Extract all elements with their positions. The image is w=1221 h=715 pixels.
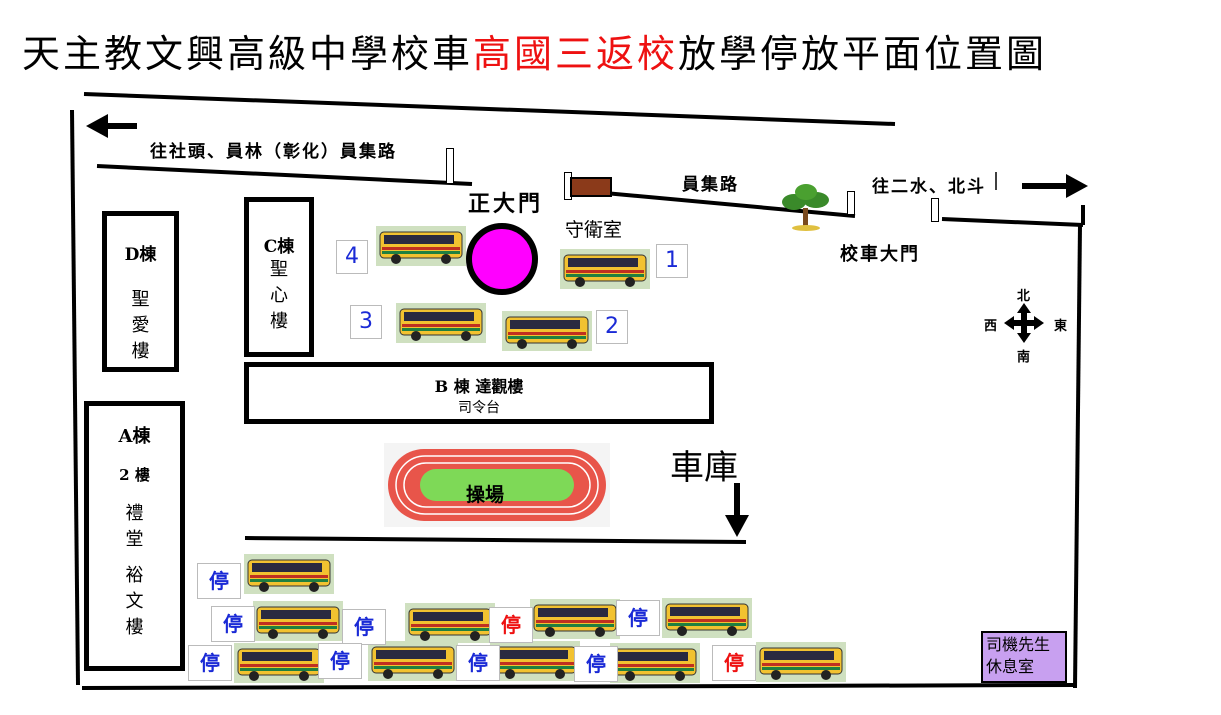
garage-arrow-head	[725, 515, 749, 537]
compass-south: 南	[1017, 350, 1031, 365]
bus-icon	[530, 599, 620, 639]
building-a-char: 禮	[125, 503, 144, 524]
bus-icon	[756, 642, 846, 682]
parking-label: 停	[574, 646, 618, 682]
road-label-middle: 員集路	[682, 175, 739, 195]
building-d-name: D棟	[124, 245, 157, 265]
west-boundary	[70, 109, 80, 686]
guard-room-label: 守衛室	[565, 219, 623, 241]
bus-icon	[560, 249, 650, 289]
building-a-floor: 2 樓	[119, 466, 150, 484]
east-arrow-head	[1066, 174, 1088, 198]
title-part2: 放學停放平面位置圖	[678, 32, 1048, 76]
building-d-char: 聖	[131, 289, 150, 310]
building-b: B 棟 達觀樓 司令台	[244, 362, 714, 424]
parking-label: 停	[188, 645, 232, 681]
compass-west: 西	[984, 319, 998, 334]
title-highlight: 高國三返校	[473, 32, 679, 76]
building-c-name: C棟	[263, 237, 295, 257]
parking-label: 停	[318, 643, 362, 679]
page-title: 天主教文興高級中學校車高國三返校放學停放平面位置圖	[22, 30, 1047, 78]
parking-label: 停	[211, 606, 255, 642]
parking-label: 停	[616, 600, 660, 636]
gate-post-bus-right	[931, 198, 939, 222]
parking-label: 停	[342, 609, 386, 645]
bus-icon	[234, 643, 324, 683]
garage-label: 車庫	[670, 448, 738, 488]
east-boundary	[1073, 224, 1082, 689]
building-c: C棟 聖 心 樓	[244, 197, 314, 357]
bus-icon	[253, 601, 343, 641]
building-a-char: 裕	[125, 565, 144, 586]
main-gate-label: 正大門	[468, 191, 544, 217]
gate-post-bus-left	[847, 191, 855, 215]
building-a-char: 文	[125, 591, 144, 612]
building-a: A棟 2 樓 禮 堂 裕 文 樓	[84, 401, 185, 671]
sports-field	[384, 443, 610, 527]
bus-icon	[405, 603, 495, 643]
bus-icon	[376, 226, 466, 266]
compass-north: 北	[1017, 289, 1031, 304]
bus-icon	[368, 641, 458, 681]
podium-label: 司令台	[458, 400, 500, 416]
tree-icon	[782, 184, 829, 231]
roundabout-circle	[466, 223, 538, 295]
parking-label: 停	[197, 563, 241, 599]
parking-label: 停	[712, 645, 756, 681]
title-part1: 天主教文興高級中學校車	[22, 32, 474, 76]
compass-icon	[1004, 303, 1044, 343]
road-label-east: 往二水、北斗	[872, 177, 986, 197]
building-a-char: 堂	[125, 529, 144, 550]
building-a-char: 樓	[125, 617, 144, 638]
building-c-char: 聖	[270, 259, 288, 280]
bus-icon	[502, 311, 592, 351]
guard-room-block	[570, 177, 612, 197]
road-east-line	[941, 217, 1084, 227]
bus-gate-label: 校車大門	[840, 244, 920, 265]
west-arrow-head	[86, 114, 108, 138]
parking-label: 停	[456, 645, 500, 681]
spot-number: 1	[656, 244, 688, 278]
bus-icon	[662, 598, 752, 638]
parking-label: 停	[489, 607, 533, 643]
spot-number: 4	[336, 240, 368, 274]
gate-post-west	[446, 148, 454, 184]
south-boundary	[81, 683, 1077, 690]
building-a-name: A棟	[118, 426, 151, 447]
field-label: 操場	[466, 484, 505, 506]
building-c-char: 樓	[270, 311, 288, 332]
building-d-char: 樓	[131, 341, 150, 362]
bus-icon	[396, 303, 486, 343]
bus-icon	[244, 554, 334, 594]
building-b-name: B 棟 達觀樓	[434, 377, 524, 396]
spot-number: 2	[596, 310, 628, 344]
spot-number: 3	[350, 305, 382, 339]
building-d-char: 愛	[131, 315, 150, 336]
compass-east: 東	[1054, 319, 1068, 334]
building-c-char: 心	[270, 285, 288, 306]
building-d: D棟 聖 愛 樓	[102, 211, 179, 372]
road-top-line	[83, 92, 896, 126]
road-label-west: 往社頭、員林（彰化）員集路	[150, 142, 397, 162]
driver-rest-room: 司機先生 休息室	[981, 631, 1067, 683]
bus-icon	[490, 641, 580, 681]
road-west-lower-line	[96, 164, 473, 186]
driver-room-line1: 司機先生	[986, 635, 1051, 654]
driver-room-line2: 休息室	[986, 657, 1035, 676]
garage-line	[244, 536, 747, 544]
bus-icon	[610, 643, 700, 683]
